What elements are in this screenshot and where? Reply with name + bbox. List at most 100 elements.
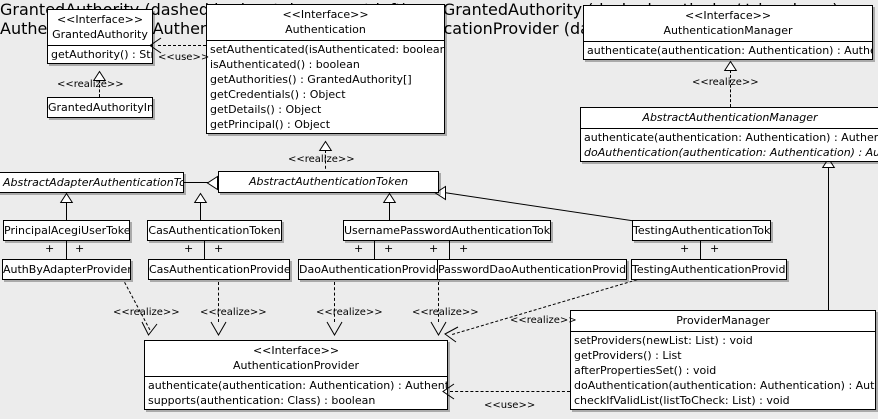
dependency-authentication-grantedauthority: [158, 45, 206, 46]
member-authenticate: authenticate(authentication: Authenticat…: [148, 379, 447, 392]
relationship-label-use-authenticationprovider: <<use>>: [484, 400, 536, 411]
open-arrow-head-left-3: [441, 383, 455, 401]
class-box-cas-authentication-provider[interactable]: CasAuthenticationProvider: [148, 259, 290, 280]
stereotype-label: <<Interface>>: [684, 9, 772, 22]
realization-abstractauthenticationtoken: [325, 150, 326, 174]
member-setproviders: setProviders(newList: List) : void: [574, 334, 753, 347]
class-header-provider-manager: ProviderManager: [571, 311, 875, 332]
member-doauthentication: doAuthentication(authentication: Authent…: [584, 146, 878, 159]
relationship-label-realize-5: <<realize>>: [510, 315, 577, 326]
association-castoken-casprovider: [204, 241, 205, 260]
hollow-triangle-abstractauthenticationmanager: [821, 157, 836, 168]
member-getauthority: getAuthority() : String: [51, 48, 152, 61]
class-box-abstract-adapter-authentication-token[interactable]: AbstractAdapterAuthenticationToken: [0, 172, 184, 193]
multiplicity-plus-left-5: +: [680, 242, 690, 255]
class-box-abstract-authentication-manager[interactable]: AbstractAuthenticationManager authentica…: [580, 107, 878, 162]
member-getprincipal: getPrincipal() : Object: [210, 118, 331, 131]
member-checkifvalidlist: checkIfValidList(listToCheck: List) : vo…: [574, 394, 790, 407]
member-doauthentication: doAuthentication(authentication: Authent…: [574, 379, 875, 392]
open-arrow-head-down-1: [141, 320, 159, 336]
class-name-abstract-authentication-manager: AbstractAuthenticationManager: [642, 111, 818, 124]
class-members-authentication-manager: authenticate(authentication: Authenticat…: [584, 42, 872, 59]
class-name-provider-manager: ProviderManager: [676, 314, 770, 327]
realization-daoauthenticationprovider: [334, 282, 335, 322]
class-box-authentication-provider[interactable]: <<Interface>> AuthenticationProvider aut…: [144, 340, 448, 410]
generalization-testingtoken-line: [443, 192, 644, 223]
class-header-abstract-authentication-manager: AbstractAuthenticationManager: [581, 108, 878, 129]
generalization-upatoken-line: [389, 202, 390, 220]
generalization-castoken-line: [200, 202, 201, 220]
class-box-provider-manager[interactable]: ProviderManager setProviders(newList: Li…: [570, 310, 876, 410]
class-name-abstract-authentication-token: AbstractAuthenticationToken: [248, 175, 409, 188]
relationship-label-realize-3: <<realize>>: [316, 307, 383, 318]
class-members-abstract-authentication-manager: authenticate(authentication: Authenticat…: [581, 129, 878, 161]
open-arrow-head-down-4: [430, 320, 448, 337]
class-box-authentication-manager[interactable]: <<Interface>> AuthenticationManager auth…: [583, 5, 873, 60]
realization-grantedauthorityimpl: [99, 80, 100, 97]
class-box-authentication[interactable]: <<Interface>> Authentication setAuthenti…: [206, 4, 445, 134]
member-authenticate: authenticate(authentication: Authenticat…: [587, 44, 872, 57]
class-box-testing-authentication-provider[interactable]: TestingAuthenticationProvider: [631, 259, 787, 280]
multiplicity-plus-right-3: +: [384, 242, 394, 255]
class-header-abstract-authentication-token: AbstractAuthenticationToken: [219, 172, 438, 192]
class-box-password-dao-authentication-provider[interactable]: PasswordDaoAuthenticationProvider: [437, 259, 627, 280]
generalization-adaptertoken-line: [184, 182, 208, 183]
open-arrow-head-left: [148, 37, 162, 55]
multiplicity-plus-left-3: +: [354, 242, 364, 255]
dependency-providermanager-authenticationprovider: [450, 391, 570, 392]
generalization-principalacegiusertoken-line: [66, 202, 67, 220]
hollow-triangle-adaptertoken: [59, 192, 74, 203]
member-getproviders: getProviders() : List: [574, 349, 682, 362]
class-members-authentication-provider: authenticate(authentication: Authenticat…: [145, 377, 447, 409]
member-getcredentials: getCredentials() : Object: [210, 88, 346, 101]
member-supports: supports(authentication: Class) : boolea…: [148, 394, 376, 407]
relationship-label-realize-authentication: <<realize>>: [288, 154, 355, 165]
relationship-label-realize-4: <<realize>>: [412, 307, 479, 318]
class-box-dao-authentication-provider[interactable]: DaoAuthenticationProvider: [298, 259, 438, 280]
class-box-principal-acegi-user-token[interactable]: PrincipalAcegiUserToken: [3, 220, 130, 241]
class-header-authentication: <<Interface>> Authentication: [207, 5, 444, 41]
association-upatoken-passworddaoprovider: [449, 241, 450, 260]
generalization-providermanager-line: [828, 167, 829, 310]
relationship-label-realize-2: <<realize>>: [200, 307, 267, 318]
class-name-granted-authority: GrantedAuthority: [52, 28, 148, 41]
hollow-triangle-authentication: [318, 140, 333, 151]
association-upatoken-daoprovider: [374, 241, 375, 260]
class-box-auth-by-adapter-provider[interactable]: AuthByAdapterProvider: [2, 259, 131, 280]
multiplicity-plus-right-5: +: [710, 242, 720, 255]
hollow-triangle-abstracttoken-upa: [382, 192, 397, 203]
member-authenticate: authenticate(authentication: Authenticat…: [584, 131, 878, 144]
stereotype-label: <<Interface>>: [56, 13, 144, 26]
class-members-granted-authority: getAuthority() : String: [48, 46, 152, 63]
class-box-granted-authority[interactable]: <<Interface>> GrantedAuthority getAuthor…: [47, 9, 153, 64]
member-isauthenticated: isAuthenticated() : boolean: [210, 58, 360, 71]
hollow-triangle-abstractauthenticationtoken-left: [206, 175, 218, 191]
class-box-testing-authentication-token[interactable]: TestingAuthenticationToken: [632, 220, 771, 241]
class-members-authentication: setAuthenticated(isAuthenticated: boolea…: [207, 41, 444, 133]
open-arrow-head-down-3: [326, 320, 344, 337]
multiplicity-plus-right-4: +: [459, 242, 469, 255]
relationship-label-realize-authenticationmanager: <<realize>>: [692, 77, 759, 88]
hollow-triangle-grantedauthority: [92, 70, 107, 81]
class-box-abstract-authentication-token[interactable]: AbstractAuthenticationToken: [218, 171, 439, 193]
relationship-label-realize-1: <<realize>>: [113, 307, 180, 318]
realization-passworddaoauthenticationprovider: [438, 282, 439, 322]
association-principalacegi-authbyadapter: [66, 241, 67, 260]
multiplicity-plus-left-1: +: [45, 242, 55, 255]
member-getauthorities: getAuthorities() : GrantedAuthority[]: [210, 73, 412, 86]
hollow-triangle-abstracttoken-cas: [193, 192, 208, 203]
class-box-cas-authentication-token[interactable]: CasAuthenticationToken: [147, 220, 282, 241]
realization-abstractauthenticationmanager: [730, 70, 731, 107]
hollow-triangle-authenticationmanager: [723, 60, 738, 71]
multiplicity-plus-right-1: +: [75, 242, 85, 255]
class-box-username-password-authentication-token[interactable]: UsernamePasswordAuthenticationToken: [343, 220, 551, 241]
class-name-authentication: Authentication: [285, 23, 366, 36]
relationship-label-realize-grantedauthority: <<realize>>: [57, 79, 124, 90]
class-name-authentication-provider: AuthenticationProvider: [232, 359, 360, 372]
class-box-granted-authority-impl[interactable]: GrantedAuthorityImpl: [47, 97, 153, 118]
multiplicity-plus-left-2: +: [184, 242, 194, 255]
class-header-authentication-manager: <<Interface>> AuthenticationManager: [584, 6, 872, 42]
class-header-authentication-provider: <<Interface>> AuthenticationProvider: [145, 341, 447, 377]
open-arrow-head-left-2: [443, 326, 459, 344]
